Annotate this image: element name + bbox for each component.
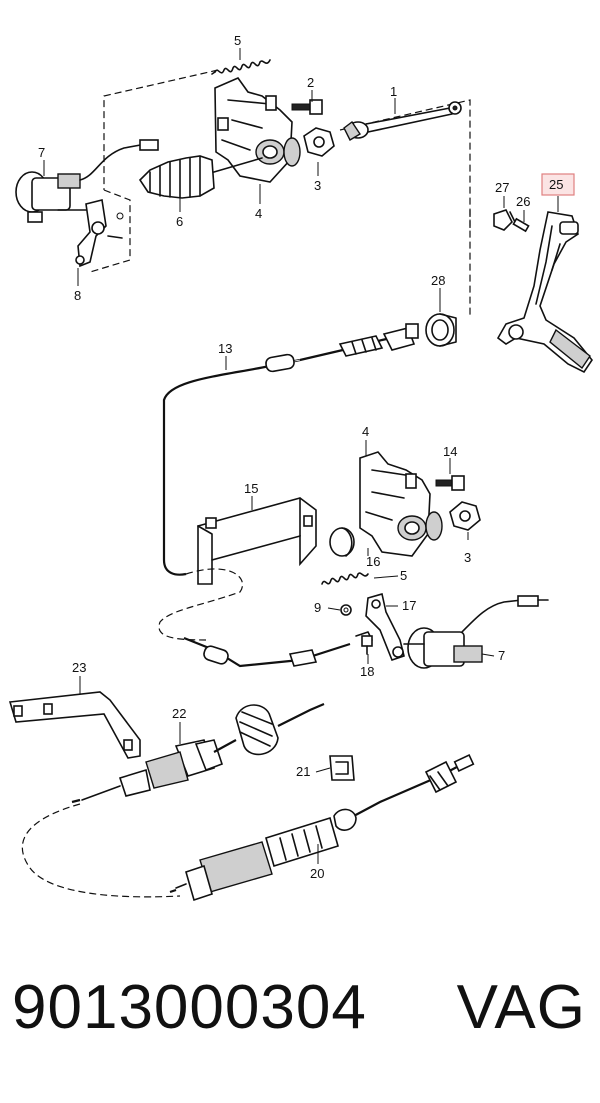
part-number: 9013000304 <box>12 973 367 1042</box>
callout-16: 16 <box>366 554 380 569</box>
slave-cylinder-part-7-top <box>15 139 159 223</box>
clip-part-27 <box>493 209 517 231</box>
callout-4: 4 <box>255 206 262 221</box>
cap-part-16 <box>329 527 355 557</box>
pin-part-26 <box>512 217 530 233</box>
callout-3-middle: 3 <box>464 550 471 565</box>
cable-part-22 <box>71 702 325 804</box>
lever-part-17 <box>355 592 405 661</box>
bracket-part-4-top <box>214 77 293 183</box>
bracket-part-23 <box>8 691 141 759</box>
bracket-part-4-middle <box>359 451 431 557</box>
callout-leaders <box>43 48 559 864</box>
callout-5-middle: 5 <box>400 568 407 583</box>
cable-part-20 <box>169 754 475 902</box>
callout-26: 26 <box>516 194 530 209</box>
callout-21: 21 <box>296 764 310 779</box>
callout-labels: 5 2 1 7 3 6 4 8 27 25 26 28 13 4 14 15 1… <box>38 33 575 881</box>
callout-28: 28 <box>431 273 445 288</box>
callout-17: 17 <box>402 598 416 613</box>
callout-18: 18 <box>360 664 374 679</box>
callout-23: 23 <box>72 660 86 675</box>
slave-cylinder-part-7-middle <box>403 595 549 669</box>
callout-7: 7 <box>38 145 45 160</box>
clutch-pedal-part-25 <box>496 211 593 374</box>
pedal-assembly <box>425 209 593 374</box>
brand-name: VAG <box>456 973 586 1042</box>
nut-part-3-middle <box>425 501 481 541</box>
lever-part-8 <box>75 199 124 268</box>
callout-13: 13 <box>218 341 232 356</box>
callout-25: 25 <box>549 177 563 192</box>
middle-clutch-assembly <box>158 451 549 669</box>
callout-1: 1 <box>390 84 397 99</box>
callout-25-highlight <box>541 173 575 196</box>
callout-9: 9 <box>314 600 321 615</box>
top-clutch-assembly <box>15 59 471 318</box>
bracket-part-15 <box>197 497 317 585</box>
cable-end-part-1 <box>343 101 462 141</box>
rubber-boot-part-6 <box>138 155 263 199</box>
bushing-part-28 <box>425 313 457 347</box>
callout-7-middle: 7 <box>498 648 505 663</box>
callout-14: 14 <box>443 444 457 459</box>
pin-part-18 <box>361 635 373 655</box>
lower-cable-assembly <box>8 691 475 902</box>
callout-4-middle: 4 <box>362 424 369 439</box>
callout-15: 15 <box>244 481 258 496</box>
nut-part-3-top <box>283 127 335 167</box>
callout-5: 5 <box>234 33 241 48</box>
callout-3: 3 <box>314 178 321 193</box>
callout-20: 20 <box>310 866 324 881</box>
callout-2: 2 <box>307 75 314 90</box>
clutch-cable-part-13 <box>162 323 419 576</box>
washer-part-9 <box>340 604 352 616</box>
clip-part-21 <box>329 755 355 781</box>
bolt-part-14 <box>435 475 465 491</box>
exploded-parts-diagram: 5 2 1 7 3 6 4 8 27 25 26 28 13 4 14 15 1… <box>8 33 593 902</box>
spring-part-5-middle <box>321 572 369 585</box>
bolt-part-2 <box>291 99 323 115</box>
callout-8: 8 <box>74 288 81 303</box>
callout-6: 6 <box>176 214 183 229</box>
spring-part-5 <box>211 59 271 75</box>
callout-22: 22 <box>172 706 186 721</box>
footer: 9013000304 VAG <box>0 972 600 1072</box>
callout-27: 27 <box>495 180 509 195</box>
